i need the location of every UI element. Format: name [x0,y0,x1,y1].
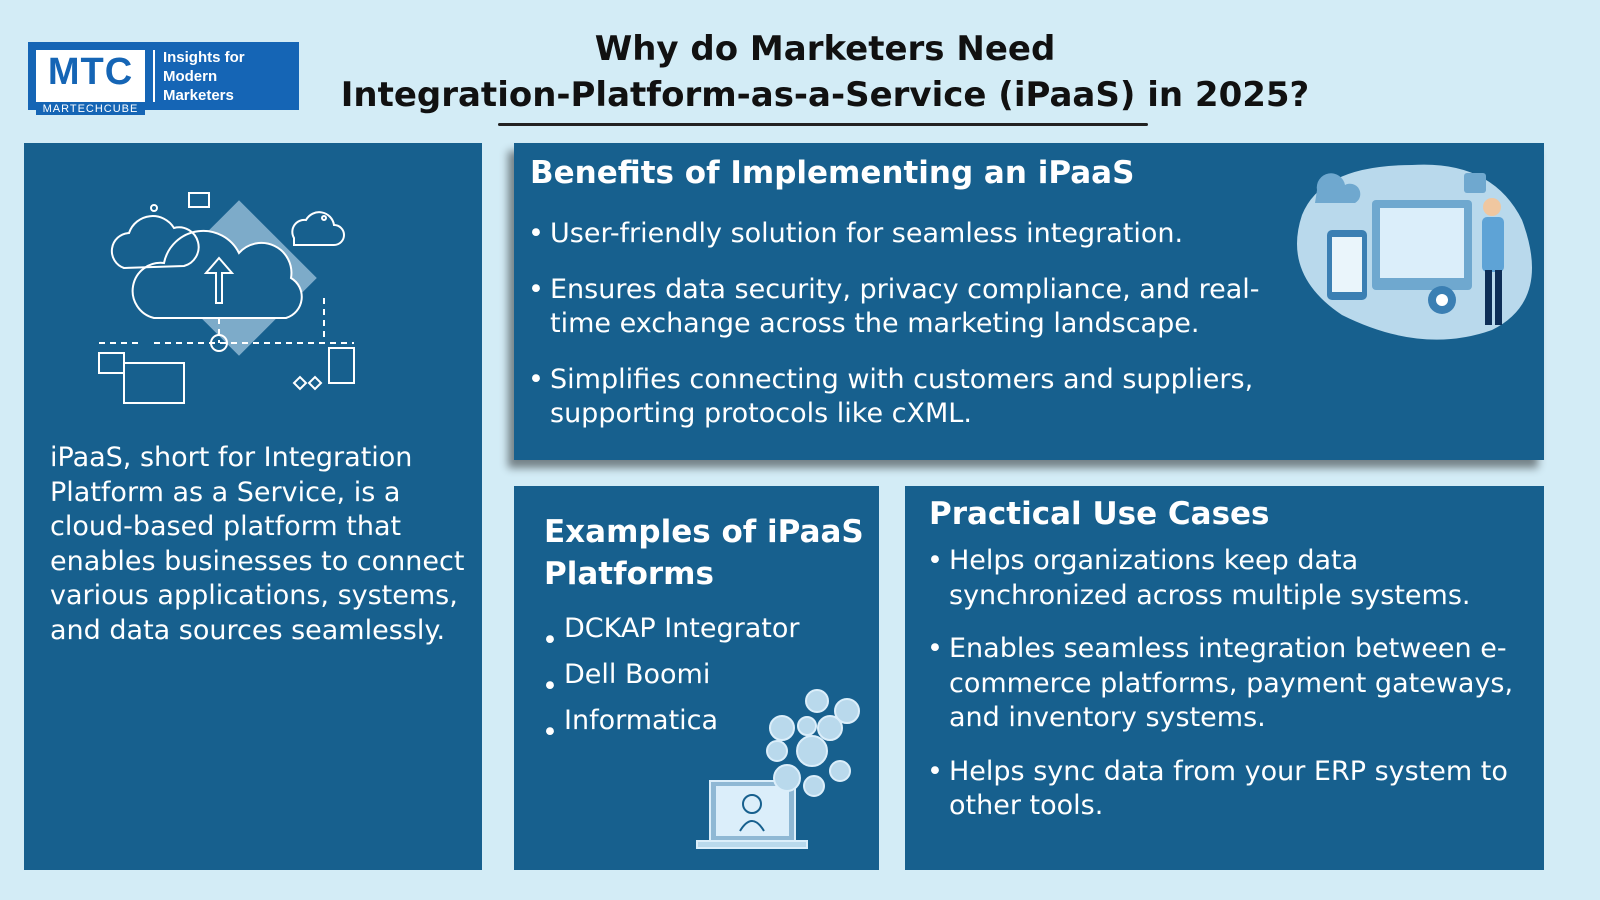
logo-mark: MTC MARTECHCUBE [36,50,145,115]
list-item: Enables seamless integration between e-c… [927,632,1527,736]
intro-panel: iPaaS, short for Integration Platform as… [24,143,482,870]
tagline-line1: Insights for [162,48,245,66]
use-cases-panel: Practical Use Cases Helps organizations … [905,486,1544,870]
person-devices-illustration-icon [1297,164,1532,340]
title-line1: Why do Marketers Need [594,29,1056,69]
martechcube-logo: MTC MARTECHCUBE Insights for Modern Mark… [28,42,299,115]
laptop-robot-network-icon [696,689,860,849]
examples-panel: Examples of iPaaS Platforms DCKAP Integr… [514,486,879,870]
logo-mark-text: MTC [47,51,134,93]
logo-name: MARTECHCUBE [36,103,145,115]
examples-list: DCKAP Integrator Dell Boomi Informatica [542,606,799,756]
benefits-heading: Benefits of Implementing an iPaaS [530,155,1135,191]
list-item: User-friendly solution for seamless inte… [528,217,1298,252]
logo-tagline: Insights for Modern Marketers [163,48,291,105]
examples-heading: Examples of iPaaS Platforms [544,514,864,592]
page-title: Why do Marketers Need Integration-Platfo… [300,26,1350,118]
title-line2: Integration-Platform-as-a-Service (iPaaS… [340,75,1310,115]
use-cases-heading: Practical Use Cases [929,496,1270,532]
list-item: DCKAP Integrator [542,606,799,664]
list-item: Simplifies connecting with customers and… [528,363,1298,432]
benefits-panel: Benefits of Implementing an iPaaS User-f… [514,143,1544,460]
intro-text: iPaaS, short for Integration Platform as… [50,442,465,646]
logo-divider [152,50,155,102]
benefits-list: User-friendly solution for seamless inte… [528,217,1298,453]
cloud-upload-illustration-icon [98,192,355,404]
list-item: Ensures data security, privacy complianc… [528,273,1298,342]
list-item: Informatica [542,698,799,756]
use-cases-list: Helps organizations keep data synchroniz… [927,544,1527,843]
list-item: Helps sync data from your ERP system to … [927,755,1527,824]
title-underline [498,123,1148,126]
list-item: Helps organizations keep data synchroniz… [927,544,1527,613]
tagline-line2: Modern Marketers [162,67,234,104]
